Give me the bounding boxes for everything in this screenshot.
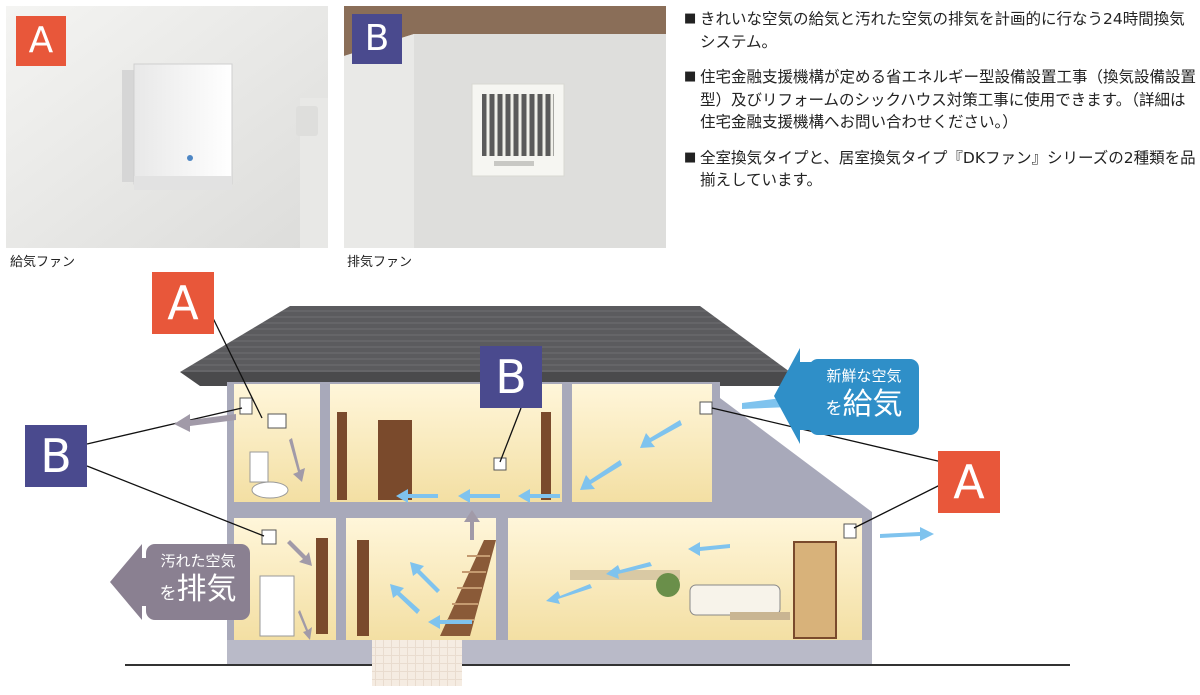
- fan-unit: [267, 413, 287, 429]
- photo-exhaust-fan: B: [344, 6, 666, 248]
- supply-label-word: 給気: [842, 387, 903, 422]
- washing-machine: [259, 575, 295, 637]
- exhaust-label-word: 排気: [176, 572, 237, 607]
- supply-big-arrow: [774, 348, 820, 444]
- toilet: [251, 481, 289, 499]
- bullet-mark: ■: [684, 69, 697, 84]
- feature-text: 住宅金融支援機構が定める省エネルギー型設備設置工事（換気設備設置型）及びリフォー…: [700, 68, 1197, 131]
- feature-item: ■ きれいな空気の給気と汚れた空気の排気を計画的に行なう24時間換気システム。: [684, 8, 1196, 53]
- fan-unit: [843, 523, 857, 539]
- supply-label-particle: を: [825, 399, 843, 419]
- fan-unit: [493, 457, 507, 471]
- exhaust-airflow-arrows: [174, 414, 480, 640]
- exhaust-fan-image: [344, 6, 666, 248]
- exhaust-label-main: を排気: [146, 573, 250, 611]
- entrance-steps: [372, 640, 462, 686]
- door: [793, 541, 837, 639]
- caption-supply-fan: 給気ファン: [10, 255, 76, 270]
- exhaust-label-particle: を: [159, 584, 177, 604]
- feature-text: きれいな空気の給気と汚れた空気の排気を計画的に行なう24時間換気システム。: [700, 10, 1185, 51]
- feature-item: ■ 住宅金融支援機構が定める省エネルギー型設備設置工事（換気設備設置型）及びリフ…: [684, 66, 1196, 134]
- sofa: [689, 584, 781, 616]
- supply-label: 新鮮な空気 を給気: [809, 359, 919, 435]
- feature-item: ■ 全室換気タイプと、居室換気タイプ『DKファン』シリーズの2種類を品揃えしてい…: [684, 147, 1196, 192]
- door: [357, 540, 369, 636]
- door: [337, 412, 347, 500]
- badge-a-top: A: [152, 272, 214, 334]
- leader-lines: [86, 311, 943, 537]
- bullet-mark: ■: [684, 11, 697, 26]
- door: [378, 420, 412, 500]
- exhaust-label: 汚れた空気 を排気: [146, 544, 250, 620]
- fan-unit: [699, 401, 713, 415]
- badge-a-right: A: [938, 451, 1000, 513]
- plant: [656, 573, 680, 597]
- foundation: [227, 640, 872, 664]
- fan-unit: [261, 529, 277, 545]
- door: [316, 538, 328, 634]
- bullet-mark: ■: [684, 149, 697, 165]
- table: [730, 612, 790, 620]
- feature-text: 全室換気タイプと、居室換気タイプ『DKファン』シリーズの2種類を品揃えしています…: [700, 148, 1196, 190]
- badge-b-photo: B: [352, 14, 402, 64]
- toilet-tank: [249, 451, 269, 483]
- supply-label-line1: 新鮮な空気: [826, 367, 902, 385]
- house-roof: [180, 306, 790, 372]
- feature-list: ■ きれいな空気の給気と汚れた空気の排気を計画的に行なう24時間換気システム。 …: [684, 8, 1196, 205]
- exhaust-label-line1: 汚れた空気: [160, 552, 236, 570]
- badge-b-left: B: [25, 425, 87, 487]
- door: [541, 412, 551, 500]
- kitchen-counter: [570, 570, 680, 580]
- photo-supply-fan: A: [6, 6, 328, 248]
- badge-b-center: B: [480, 346, 542, 408]
- ground-line: [125, 664, 1070, 666]
- fan-unit: [239, 397, 253, 415]
- supply-label-main: を給気: [809, 388, 919, 426]
- caption-exhaust-fan: 排気ファン: [347, 255, 413, 270]
- badge-a-photo: A: [16, 16, 66, 66]
